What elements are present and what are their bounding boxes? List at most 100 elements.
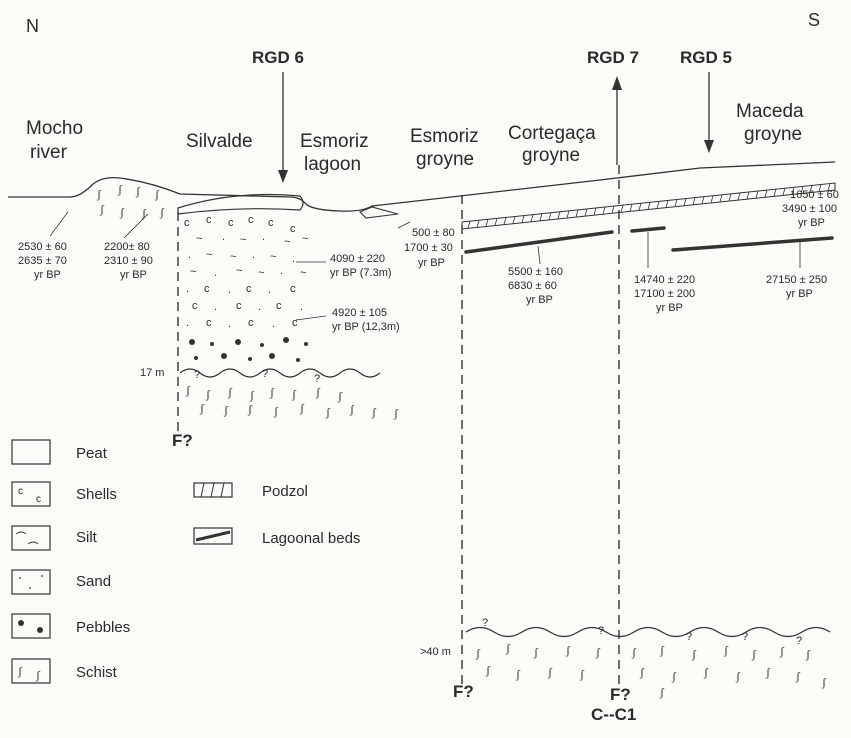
podzol-tick	[476, 220, 480, 228]
svg-text:.: .	[262, 231, 265, 243]
svg-text:ʃ: ʃ	[639, 665, 645, 679]
svg-text:ʃ: ʃ	[249, 388, 255, 402]
svg-text:17100 ± 200: 17100 ± 200	[634, 288, 695, 300]
svg-text:c: c	[192, 300, 198, 312]
svg-text:2310 ± 90: 2310 ± 90	[104, 255, 153, 267]
svg-text:.: .	[214, 301, 217, 313]
podzol-tick	[593, 207, 597, 216]
beach-lens	[359, 206, 399, 219]
podzol-tick	[818, 184, 822, 192]
mocho-label-2: river	[30, 142, 68, 163]
svg-text:2635 ± 70: 2635 ± 70	[18, 255, 67, 267]
legend-schist-label: Schist	[76, 664, 118, 681]
date-label-3: 4090 ± 220 yr BP (7.3m)	[296, 253, 392, 279]
svg-text:~: ~	[206, 249, 212, 261]
svg-text:ʃ: ʃ	[595, 645, 601, 659]
svg-text:c: c	[248, 214, 254, 226]
podzol-tick	[566, 210, 570, 218]
podzol-tick	[539, 213, 543, 221]
svg-text:ʃ: ʃ	[765, 665, 771, 679]
svg-text:ʃ: ʃ	[223, 403, 229, 417]
svg-text:ʃ: ʃ	[703, 665, 709, 679]
svg-text:ʃ: ʃ	[205, 387, 211, 401]
svg-text:ʃ: ʃ	[631, 645, 637, 659]
svg-text:ʃ: ʃ	[795, 669, 801, 683]
svg-text:ʃ: ʃ	[393, 406, 399, 420]
podzol-tick	[827, 183, 831, 191]
svg-text:.: .	[272, 318, 275, 330]
podzol-band	[461, 182, 836, 230]
svg-text:c: c	[248, 317, 254, 329]
date-label-8: 27150 ± 250 yr BP	[766, 242, 827, 300]
svg-text:~: ~	[190, 266, 196, 278]
svg-text:c: c	[206, 214, 212, 226]
svg-text:.: .	[268, 284, 271, 296]
svg-text:~: ~	[270, 251, 276, 263]
podzol-tick	[548, 212, 552, 220]
svg-text:500 ± 80: 500 ± 80	[412, 227, 455, 239]
podzol-tick	[575, 209, 579, 217]
svg-text:c: c	[290, 283, 296, 295]
svg-text:ʃ: ʃ	[96, 187, 102, 201]
svg-text:yr BP: yr BP	[120, 269, 147, 281]
podzol-tick	[683, 198, 687, 206]
svg-text:~: ~	[230, 251, 236, 263]
podzol-tick	[467, 221, 471, 229]
cortegaca-label-2: groyne	[522, 145, 580, 166]
podzol-tick	[638, 203, 642, 211]
svg-text:~: ~	[236, 265, 242, 277]
legend-shells-label: Shells	[76, 486, 117, 503]
svg-text:c: c	[206, 317, 212, 329]
svg-text:?: ?	[598, 625, 604, 637]
maceda-label-2: groyne	[744, 124, 802, 145]
borehole-rgd5-label: RGD 5	[680, 48, 732, 67]
svg-text:ʃ: ʃ	[659, 685, 665, 699]
podzol-tick	[737, 192, 741, 201]
svg-text:yr BP: yr BP	[656, 302, 683, 314]
south-label: S	[808, 10, 820, 30]
svg-text:?: ?	[742, 631, 748, 643]
podzol-tick	[764, 190, 768, 198]
mocho-label-1: Mocho	[26, 118, 83, 139]
svg-text:ʃ: ʃ	[154, 187, 160, 201]
svg-text:yr BP: yr BP	[798, 217, 825, 229]
svg-text:ʃ: ʃ	[371, 405, 377, 419]
legend-peat-swatch	[11, 439, 51, 465]
borehole-rgd7-label: RGD 7	[587, 48, 639, 67]
podzol-tick	[701, 196, 705, 204]
legend-pebbles-label: Pebbles	[76, 619, 130, 636]
svg-text:?: ?	[314, 373, 320, 385]
podzol-tick	[809, 185, 813, 193]
podzol-tick	[791, 187, 795, 195]
fault-label-c1: C--C1	[591, 705, 636, 724]
date-label-1: 2530 ± 60 2635 ± 70 yr BP	[18, 211, 69, 281]
podzol-tick	[719, 194, 723, 202]
svg-text:?: ?	[262, 368, 268, 380]
podzol-tick	[584, 208, 588, 217]
svg-text:?: ?	[796, 635, 802, 647]
svg-text:1650 ± 60: 1650 ± 60	[790, 189, 839, 201]
svg-text:ʃ: ʃ	[141, 206, 147, 220]
svg-text:6830 ± 60: 6830 ± 60	[508, 280, 557, 292]
podzol-tick	[503, 217, 507, 225]
podzol-tick	[521, 215, 525, 223]
legend-lagoonal-swatch	[193, 527, 233, 545]
svg-text:ʃ: ʃ	[325, 405, 331, 419]
podzol-tick	[692, 197, 696, 205]
podzol-tick	[494, 218, 498, 226]
svg-text:ʃ: ʃ	[337, 389, 343, 403]
svg-text:~: ~	[240, 234, 246, 246]
svg-text:ʃ: ʃ	[349, 402, 355, 416]
unconformity-40m	[465, 626, 831, 638]
svg-text:?: ?	[482, 617, 488, 629]
silvalde-label: Silvalde	[186, 131, 253, 152]
svg-text:c: c	[18, 486, 23, 497]
svg-text:yr BP: yr BP	[418, 257, 445, 269]
legend-silt-label: Silt	[76, 529, 98, 546]
legend-silt-swatch	[11, 525, 51, 551]
svg-text:2530 ± 60: 2530 ± 60	[18, 241, 67, 253]
svg-text:ʃ: ʃ	[735, 669, 741, 683]
svg-text:.: .	[280, 265, 283, 277]
